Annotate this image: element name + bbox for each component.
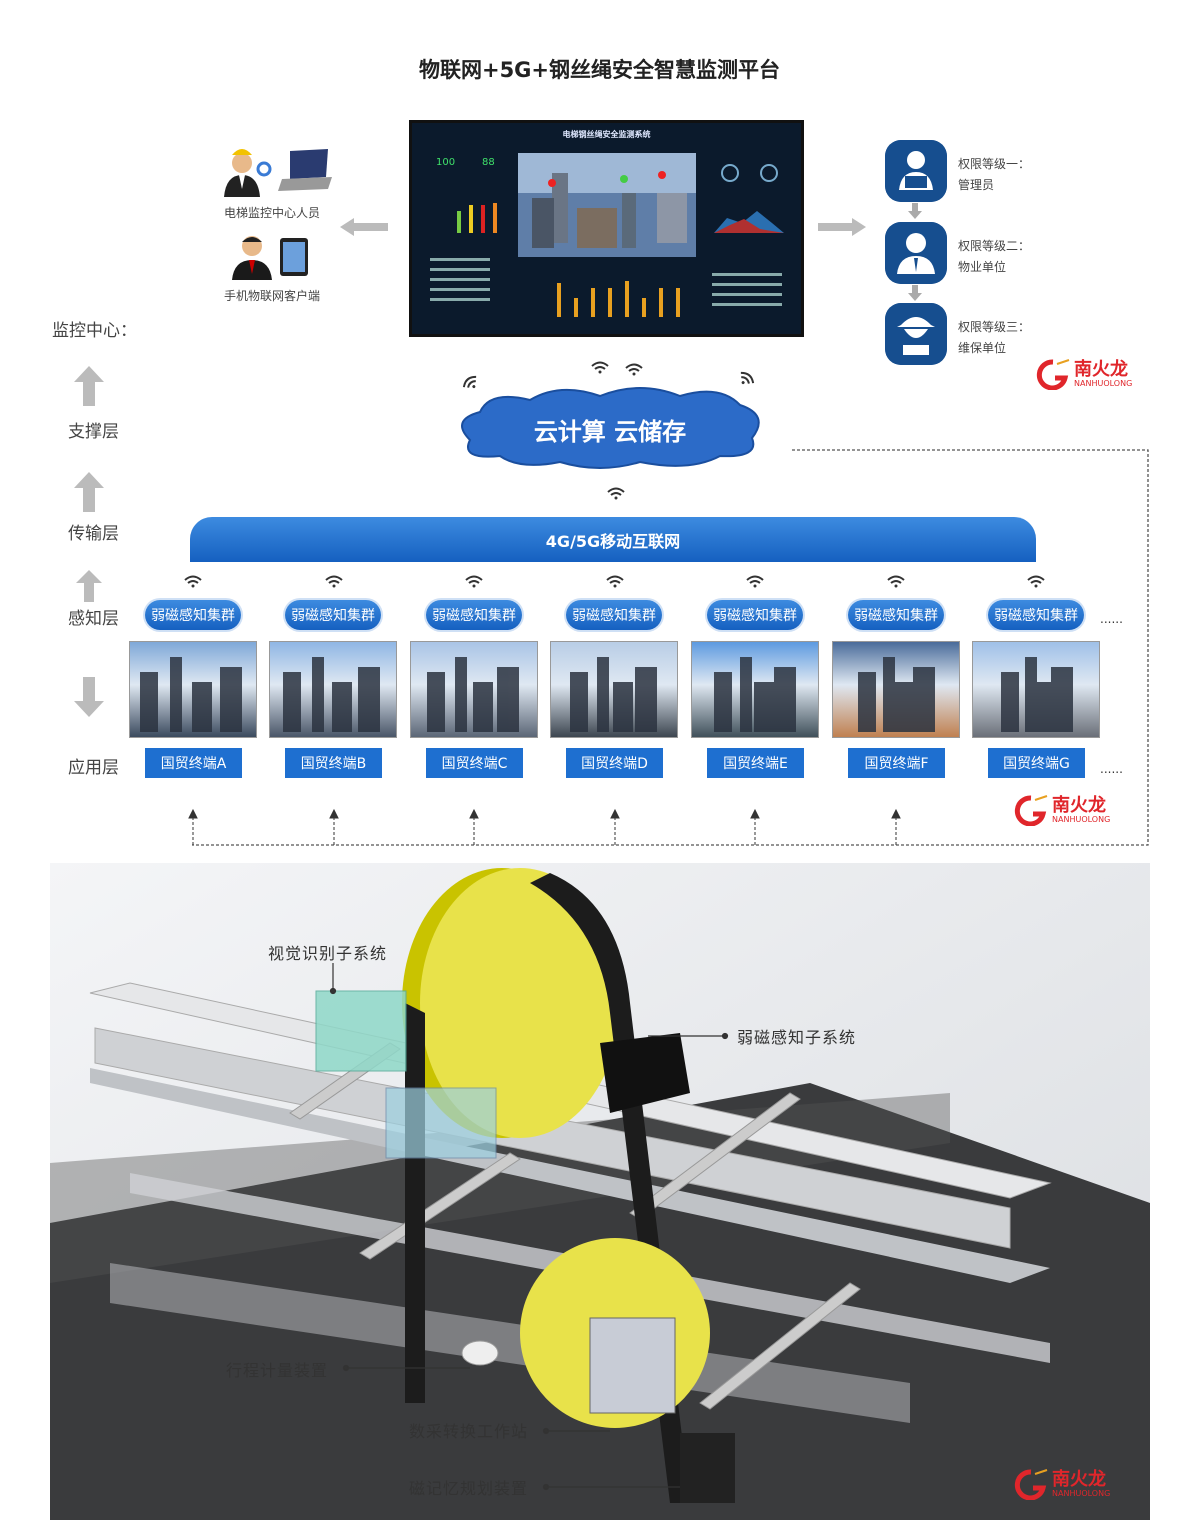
more-ellipsis: ......: [1100, 612, 1123, 626]
arrow-up-icon: [74, 366, 104, 406]
sensor-cluster-button[interactable]: 弱磁感知集群: [707, 600, 803, 630]
property-staff-icon: [885, 222, 947, 284]
maintenance-worker-icon: [885, 303, 947, 365]
arrow-down-icon: [908, 285, 922, 301]
role-level: 权限等级一：: [958, 157, 1031, 171]
logo-subtext: NANHUOLONG: [1074, 378, 1133, 388]
arrow-right-icon: [818, 218, 866, 236]
role-name: 维保单位: [958, 341, 1007, 355]
network-banner: 4G/5G移动互联网: [190, 517, 1036, 562]
callout-magnetic-memory: 磁记忆规划装置: [409, 1479, 529, 1498]
building-photo: [550, 641, 678, 738]
arrow-down-icon: [908, 203, 922, 219]
callout-visual-subsystem: 视觉识别子系统: [268, 944, 388, 963]
page-title: 物联网+5G+钢丝绳安全智慧监测平台: [418, 58, 781, 82]
client-label: 电梯监控中心人员: [224, 206, 321, 220]
cloud-shape: [461, 387, 760, 469]
stat-value: 100: [436, 157, 456, 168]
layer-sense-label: 感知层: [68, 609, 119, 629]
role-level: 权限等级三：: [958, 320, 1031, 334]
logo-text: 南火龙: [1052, 1468, 1106, 1490]
role-name: 管理员: [958, 178, 995, 192]
sensor-cluster-button[interactable]: 弱磁感知集群: [426, 600, 522, 630]
terminal-button[interactable]: 国贸终端F: [848, 748, 945, 778]
logo-subtext: NANHUOLONG: [1052, 814, 1111, 824]
dashboard-title: 电梯钢丝绳安全监测系统: [562, 130, 651, 139]
building-photo: [691, 641, 819, 738]
stat-value: 88: [482, 157, 495, 168]
more-ellipsis: ......: [1100, 762, 1123, 776]
terminal-button[interactable]: 国贸终端E: [707, 748, 804, 778]
arrow-down-icon: [74, 677, 104, 717]
cloud-label: 云计算 云储存: [533, 418, 687, 446]
dragon-logo-icon: [1036, 359, 1070, 390]
mobile-client-icon: [232, 236, 308, 280]
building-photo: [269, 641, 397, 738]
layer-support-label: 支撑层: [68, 422, 119, 442]
callout-weak-magnetic-subsystem: 弱磁感知子系统: [737, 1028, 857, 1047]
arrow-up-icon: [76, 570, 102, 602]
admin-icon: [885, 140, 947, 202]
logo-subtext: NANHUOLONG: [1052, 1488, 1111, 1498]
arrow-left-icon: [340, 218, 388, 236]
sensor-cluster-button[interactable]: 弱磁感知集群: [285, 600, 381, 630]
terminal-button[interactable]: 国贸终端A: [145, 748, 242, 778]
logo-text: 南火龙: [1052, 794, 1106, 816]
monitoring-dashboard-screen: 电梯钢丝绳安全监测系统 100 88: [409, 120, 804, 337]
role-level: 权限等级二：: [958, 239, 1031, 253]
device-3d-render: [50, 863, 1150, 1520]
terminal-button[interactable]: 国贸终端D: [566, 748, 663, 778]
dragon-logo-icon: [1014, 1469, 1048, 1500]
sensor-cluster-button[interactable]: 弱磁感知集群: [145, 600, 241, 630]
layer-monitor-label: 监控中心：: [52, 321, 137, 341]
layer-transport-label: 传输层: [68, 524, 119, 544]
arrow-up-icon: [74, 472, 104, 512]
connection-graphics: [184, 361, 1149, 846]
building-photo: [832, 641, 960, 738]
callout-travel-meter: 行程计量装置: [226, 1361, 329, 1380]
dragon-logo-icon: [1014, 795, 1048, 826]
terminal-button[interactable]: 国贸终端C: [426, 748, 523, 778]
sensor-cluster-button[interactable]: 弱磁感知集群: [848, 600, 944, 630]
dashboard-graphics: [430, 153, 784, 317]
building-photo: [129, 641, 257, 738]
role-level-3: [885, 303, 947, 369]
terminal-button[interactable]: 国贸终端G: [988, 748, 1085, 778]
sensor-cluster-button[interactable]: 弱磁感知集群: [566, 600, 662, 630]
building-photo: [410, 641, 538, 738]
building-photo: [972, 641, 1100, 738]
monitor-staff-icon: [224, 149, 332, 197]
logo-text: 南火龙: [1074, 358, 1128, 380]
client-label: 手机物联网客户端: [224, 289, 321, 303]
sensor-cluster-button[interactable]: 弱磁感知集群: [988, 600, 1084, 630]
role-level-2: [885, 222, 947, 288]
callout-daq-station: 数采转换工作站: [409, 1422, 529, 1441]
role-name: 物业单位: [958, 260, 1007, 274]
role-level-1: [885, 140, 947, 206]
terminal-button[interactable]: 国贸终端B: [285, 748, 382, 778]
layer-app-label: 应用层: [68, 758, 119, 778]
